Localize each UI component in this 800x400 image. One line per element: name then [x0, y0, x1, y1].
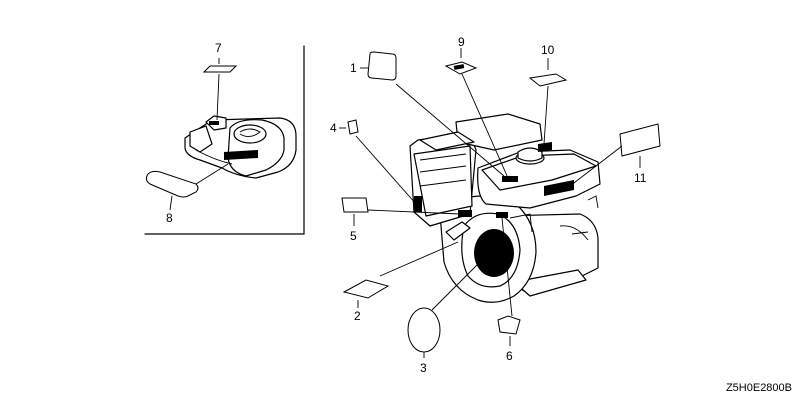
label-6 [497, 217, 521, 346]
callout-11: 11 [634, 171, 647, 185]
engine-main [409, 113, 601, 303]
callout-3: 3 [420, 361, 427, 375]
air-cleaner-inset [184, 115, 297, 179]
label-4 [339, 119, 417, 205]
drawing-code: Z5H0E2800B [725, 382, 792, 394]
label-8 [145, 163, 229, 211]
label-9 [444, 48, 509, 179]
callout-8: 8 [166, 211, 173, 225]
label-5 [341, 197, 461, 226]
label-10 [528, 58, 568, 145]
callout-1: 1 [350, 61, 357, 75]
label-7 [202, 58, 238, 121]
callout-9: 9 [458, 35, 465, 49]
callouts: 7 8 1 4 5 2 3 6 9 10 11 [166, 35, 647, 375]
callout-10: 10 [541, 43, 555, 57]
callout-5: 5 [350, 229, 357, 243]
callout-6: 6 [506, 349, 513, 363]
callout-2: 2 [354, 309, 361, 323]
label-11 [569, 123, 661, 187]
label-3 [407, 261, 481, 358]
callout-4: 4 [330, 121, 337, 135]
callout-7: 7 [215, 41, 222, 55]
label-2 [342, 241, 459, 308]
label-1 [360, 51, 505, 177]
inset-frame [144, 45, 305, 235]
